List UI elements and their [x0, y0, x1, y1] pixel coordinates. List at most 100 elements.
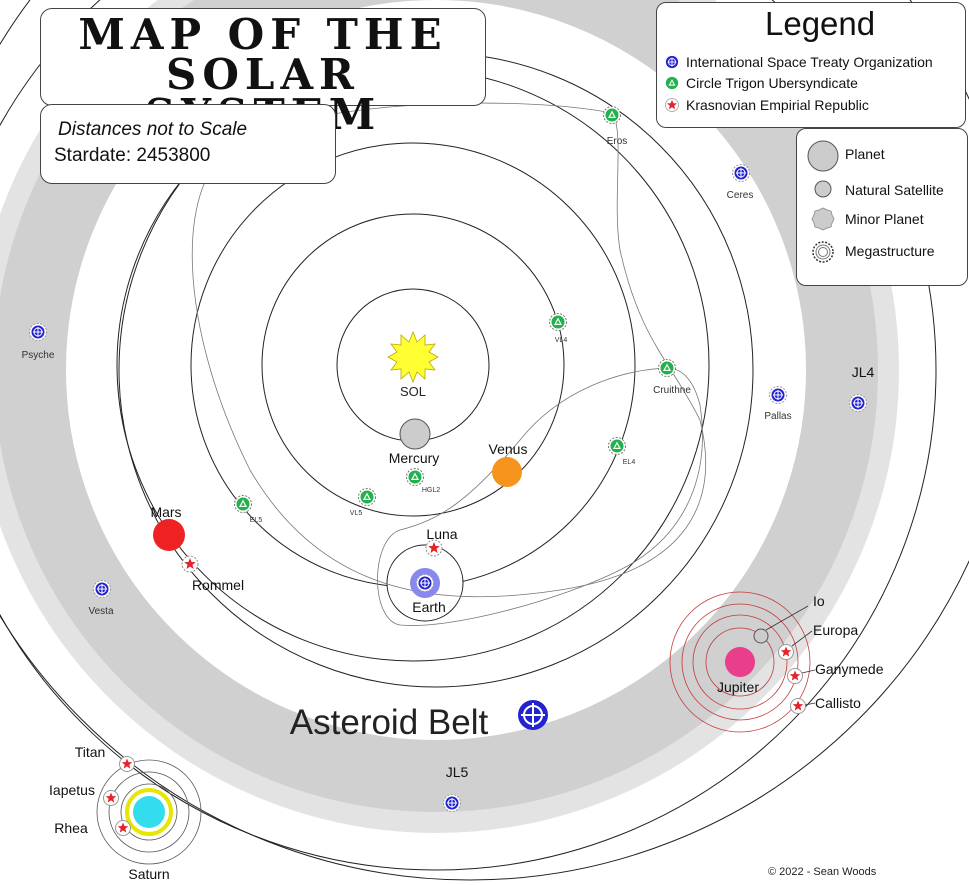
map-title-line-1: Map of the [78, 10, 448, 59]
ganymede-label: Ganymede [815, 661, 884, 677]
asteroid-belt-isto-icon [518, 700, 548, 730]
type-label-planet: Planet [845, 146, 885, 162]
ceres-label: Ceres [727, 190, 754, 201]
triangle-icon [665, 76, 679, 90]
europa-leader [791, 630, 813, 647]
stardate: Stardate: 2453800 [54, 145, 211, 166]
scale-note: Distances not to Scale [58, 119, 248, 140]
titan-satellite[interactable] [119, 756, 135, 772]
eros-minor-planet[interactable] [603, 106, 621, 124]
rhea-satellite[interactable] [115, 820, 131, 836]
body-type-icons [807, 140, 839, 263]
venus-label: Venus [489, 441, 528, 457]
legend-box: Legend International Space Treaty Organi… [656, 2, 966, 128]
callisto-leader [804, 702, 816, 706]
hgl2-megastructure[interactable] [406, 468, 424, 486]
europa-satellite[interactable] [778, 644, 794, 660]
compass-icon [665, 55, 679, 69]
jupiter-orbit [0, 0, 937, 871]
asteroid-belt-ring [0, 0, 878, 812]
titan-label: Titan [75, 744, 106, 760]
rhea-label: Rhea [54, 820, 88, 836]
saturn-moon-orbit-1 [120, 783, 178, 841]
jupiter-planet[interactable] [725, 647, 755, 677]
jl4-label: JL4 [852, 364, 875, 380]
mercury-planet[interactable] [399, 418, 431, 450]
type-label-satellite: Natural Satellite [845, 182, 944, 198]
rommel-satellite[interactable] [181, 555, 199, 573]
vl4-megastructure[interactable] [549, 313, 567, 331]
venus-orbit [261, 213, 565, 517]
europa-label: Europa [813, 622, 858, 638]
jl5-label: JL5 [446, 764, 469, 780]
mars-planet[interactable] [153, 519, 185, 551]
iapetus-satellite[interactable] [103, 790, 119, 806]
jupiter-moon-orbit-2 [692, 614, 788, 710]
cruithne-label: Cruithne [653, 385, 691, 396]
jupiter-moon-orbit-3 [681, 603, 799, 721]
type-label-megastructure: Megastructure [845, 243, 935, 259]
asteroid-belt-halo [0, 0, 899, 833]
psyche-label: Psyche [22, 350, 55, 361]
callisto-satellite[interactable] [790, 698, 806, 714]
megastructure-icon [812, 241, 834, 263]
planet-icon [807, 140, 839, 172]
pallas-label: Pallas [764, 411, 791, 422]
jupiter-moon-orbit-1 [705, 627, 775, 697]
saturn-moon-orbit-2 [108, 771, 190, 853]
body-type-legend: Planet Natural Satellite Minor Planet Me… [796, 128, 968, 286]
jl5-megastructure[interactable] [443, 794, 461, 812]
luna-label: Luna [426, 526, 457, 542]
callisto-label: Callisto [815, 695, 861, 711]
ceres-minor-planet[interactable] [732, 164, 750, 182]
sun [387, 330, 439, 384]
star-icon [665, 98, 679, 112]
legend-label-ker: Krasnovian Empirial Republic [686, 97, 869, 113]
legend-label-ctu: Circle Trigon Ubersyndicate [686, 75, 858, 91]
rommel-label: Rommel [192, 577, 244, 593]
venus-planet[interactable] [492, 457, 522, 487]
legend-title: Legend [765, 5, 876, 42]
io-satellite[interactable] [753, 628, 769, 644]
notes-box: Distances not to Scale Stardate: 2453800 [40, 104, 336, 184]
el5-label: EL5 [250, 517, 263, 524]
jl4-megastructure[interactable] [849, 394, 867, 412]
jupiter-moon-orbit-4 [669, 591, 811, 733]
eros-label: Eros [607, 136, 628, 147]
el5-megastructure[interactable] [234, 495, 252, 513]
saturn-label: Saturn [128, 866, 169, 882]
vl4-label: VL4 [555, 337, 568, 344]
satellite-icon [814, 180, 832, 198]
psyche-minor-planet[interactable] [29, 323, 47, 341]
minor-planet-icon [811, 207, 835, 231]
asteroid-belt-label: Asteroid Belt [290, 703, 489, 742]
io-leader [765, 605, 809, 631]
earth-isto-icon [416, 574, 434, 592]
type-label-minor-planet: Minor Planet [845, 211, 924, 227]
pallas-minor-planet[interactable] [769, 386, 787, 404]
ganymede-leader [801, 669, 816, 674]
el4-megastructure[interactable] [608, 437, 626, 455]
legend-row-isto: International Space Treaty Organization [665, 54, 933, 70]
legend-row-ker: Krasnovian Empirial Republic [665, 97, 869, 113]
earth-label: Earth [412, 599, 445, 615]
mars-label: Mars [150, 504, 181, 520]
mercury-label: Mercury [389, 450, 440, 466]
vl5-megastructure[interactable] [358, 488, 376, 506]
vesta-label: Vesta [88, 606, 113, 617]
luna-satellite[interactable] [425, 539, 443, 557]
sol-label: SOL [400, 384, 426, 399]
cruithne-horseshoe-orbit [377, 367, 703, 626]
el4-label: EL4 [623, 459, 636, 466]
legend-label-isto: International Space Treaty Organization [686, 54, 933, 70]
cruithne-minor-planet[interactable] [658, 359, 676, 377]
map-title-box: Map of the Solar System [40, 8, 486, 136]
iapetus-label: Iapetus [49, 782, 95, 798]
vesta-minor-planet[interactable] [93, 580, 111, 598]
hgl2-label: HGL2 [422, 487, 440, 494]
ganymede-satellite[interactable] [787, 668, 803, 684]
saturn-planet[interactable] [133, 796, 165, 828]
io-label: Io [813, 593, 825, 609]
vl5-label: VL5 [350, 510, 363, 517]
